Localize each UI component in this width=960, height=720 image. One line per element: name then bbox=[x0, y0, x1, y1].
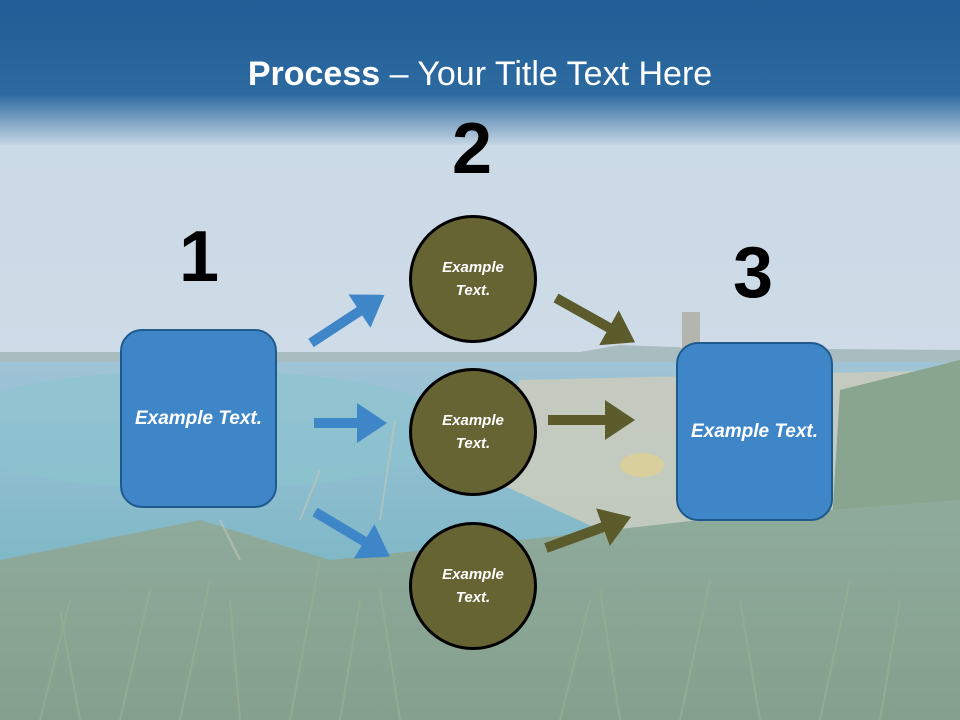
step-2-circle-middle[interactable]: Example Text. bbox=[409, 368, 537, 496]
arrow-from-top-circle bbox=[553, 293, 636, 346]
title-rest: – Your Title Text Here bbox=[380, 55, 713, 93]
arrow-to-bottom-circle bbox=[312, 507, 390, 559]
step-2-circle-top[interactable]: Example Text. bbox=[409, 215, 537, 343]
arrow-to-top-circle bbox=[308, 294, 385, 348]
circle-bottom-text: Example Text. bbox=[442, 566, 504, 606]
title-bold: Process bbox=[247, 55, 381, 93]
step-number-1: 1 bbox=[178, 217, 220, 297]
slide-title: Process – Your Title Text Here bbox=[0, 52, 960, 96]
step-1-text: Example Text. bbox=[134, 408, 263, 429]
step-2-circle-bottom[interactable]: Example Text. bbox=[409, 522, 537, 650]
arrow-from-bottom-circle bbox=[544, 508, 632, 553]
step-3-box[interactable]: Example Text. bbox=[676, 342, 833, 521]
circle-middle-text: Example Text. bbox=[442, 412, 504, 452]
step-3-text: Example Text. bbox=[690, 421, 819, 442]
step-number-2: 2 bbox=[451, 109, 493, 189]
step-number-3: 3 bbox=[732, 233, 774, 313]
step-1-box[interactable]: Example Text. bbox=[120, 329, 277, 508]
circle-top-text: Example Text. bbox=[442, 259, 504, 299]
